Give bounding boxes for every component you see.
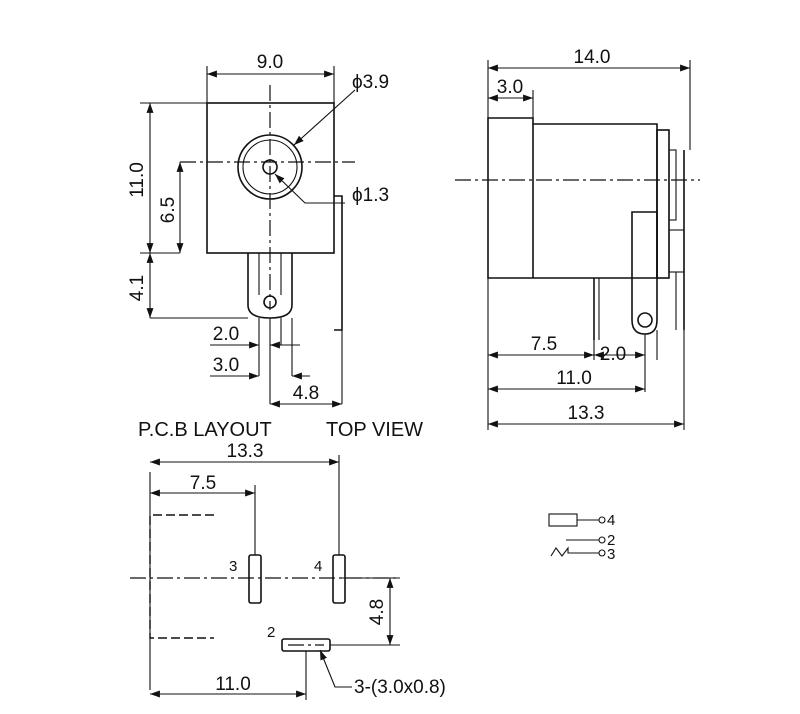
top-view-title: TOP VIEW <box>326 419 423 441</box>
bottom-pin-hole <box>263 295 277 309</box>
side-view: 14.0 3.0 7.5 2.0 11.0 13.3 <box>455 47 700 430</box>
pcb-slot-pin-4 <box>332 554 346 604</box>
pcb-dim-pin2-label: 11.0 <box>215 674 251 695</box>
dim-side-pin-label: 4.8 <box>293 383 319 404</box>
dim-pin-gap-label: 2.0 <box>600 344 626 365</box>
front-view: 9.0 11.0 6.5 4.1 ϕ3.9 ϕ1.3 2.0 3.0 <box>127 52 389 408</box>
dim-body-length-label: 13.3 <box>568 403 605 424</box>
side-rear-plate <box>656 129 670 279</box>
dim-front-lip-label: 3.0 <box>497 77 523 98</box>
side-pin-2-hole <box>637 312 653 328</box>
dim-pin-diameter-label: ϕ1.3 <box>352 185 389 206</box>
pcb-slot-pin-3 <box>248 554 262 604</box>
dim-outer-diameter-label: ϕ3.9 <box>352 72 389 93</box>
side-pin-2 <box>631 211 658 335</box>
dim-pin-length-label: 4.1 <box>127 275 148 301</box>
pcb-pin-4-label: 4 <box>314 558 322 575</box>
dim-pin-width-label: 2.0 <box>213 324 239 345</box>
pcb-body-outline <box>149 514 214 639</box>
pcb-layout: 3 4 2 13.3 7.5 4.8 11.0 3-(3.0x0.8) <box>130 441 446 700</box>
dim-center-height-label: 6.5 <box>158 197 179 223</box>
schematic-pin-2-label: 2 <box>607 532 615 549</box>
pcb-pin-2-label: 2 <box>267 624 275 641</box>
dim-pin-span-label: 11.0 <box>556 368 592 389</box>
schematic-switch <box>550 546 599 557</box>
dim-total-length-label: 14.0 <box>574 47 611 68</box>
dim-height-label: 11.0 <box>127 162 148 198</box>
side-rear-lug <box>668 229 685 273</box>
schematic-pin-3-label: 3 <box>607 546 615 563</box>
front-side-bracket <box>334 195 343 331</box>
pcb-layout-title: P.C.B LAYOUT <box>138 419 272 441</box>
schematic-symbol: 4 2 3 <box>548 512 615 563</box>
dim-width-label: 9.0 <box>257 52 283 73</box>
pcb-dim-width-label: 13.3 <box>227 441 264 462</box>
side-rear-tab <box>668 149 677 221</box>
dim-pin-position-label: 7.5 <box>531 334 557 355</box>
pcb-dim-pin3-label: 7.5 <box>190 473 216 494</box>
pcb-dim-vertical-label: 4.8 <box>367 599 388 625</box>
dim-pin-offset-label: 3.0 <box>213 355 239 376</box>
schematic-pin-4-label: 4 <box>607 512 615 529</box>
pcb-slot-note: 3-(3.0x0.8) <box>354 677 446 698</box>
pcb-pin-3-label: 3 <box>229 558 237 575</box>
schematic-barrel <box>548 513 578 527</box>
